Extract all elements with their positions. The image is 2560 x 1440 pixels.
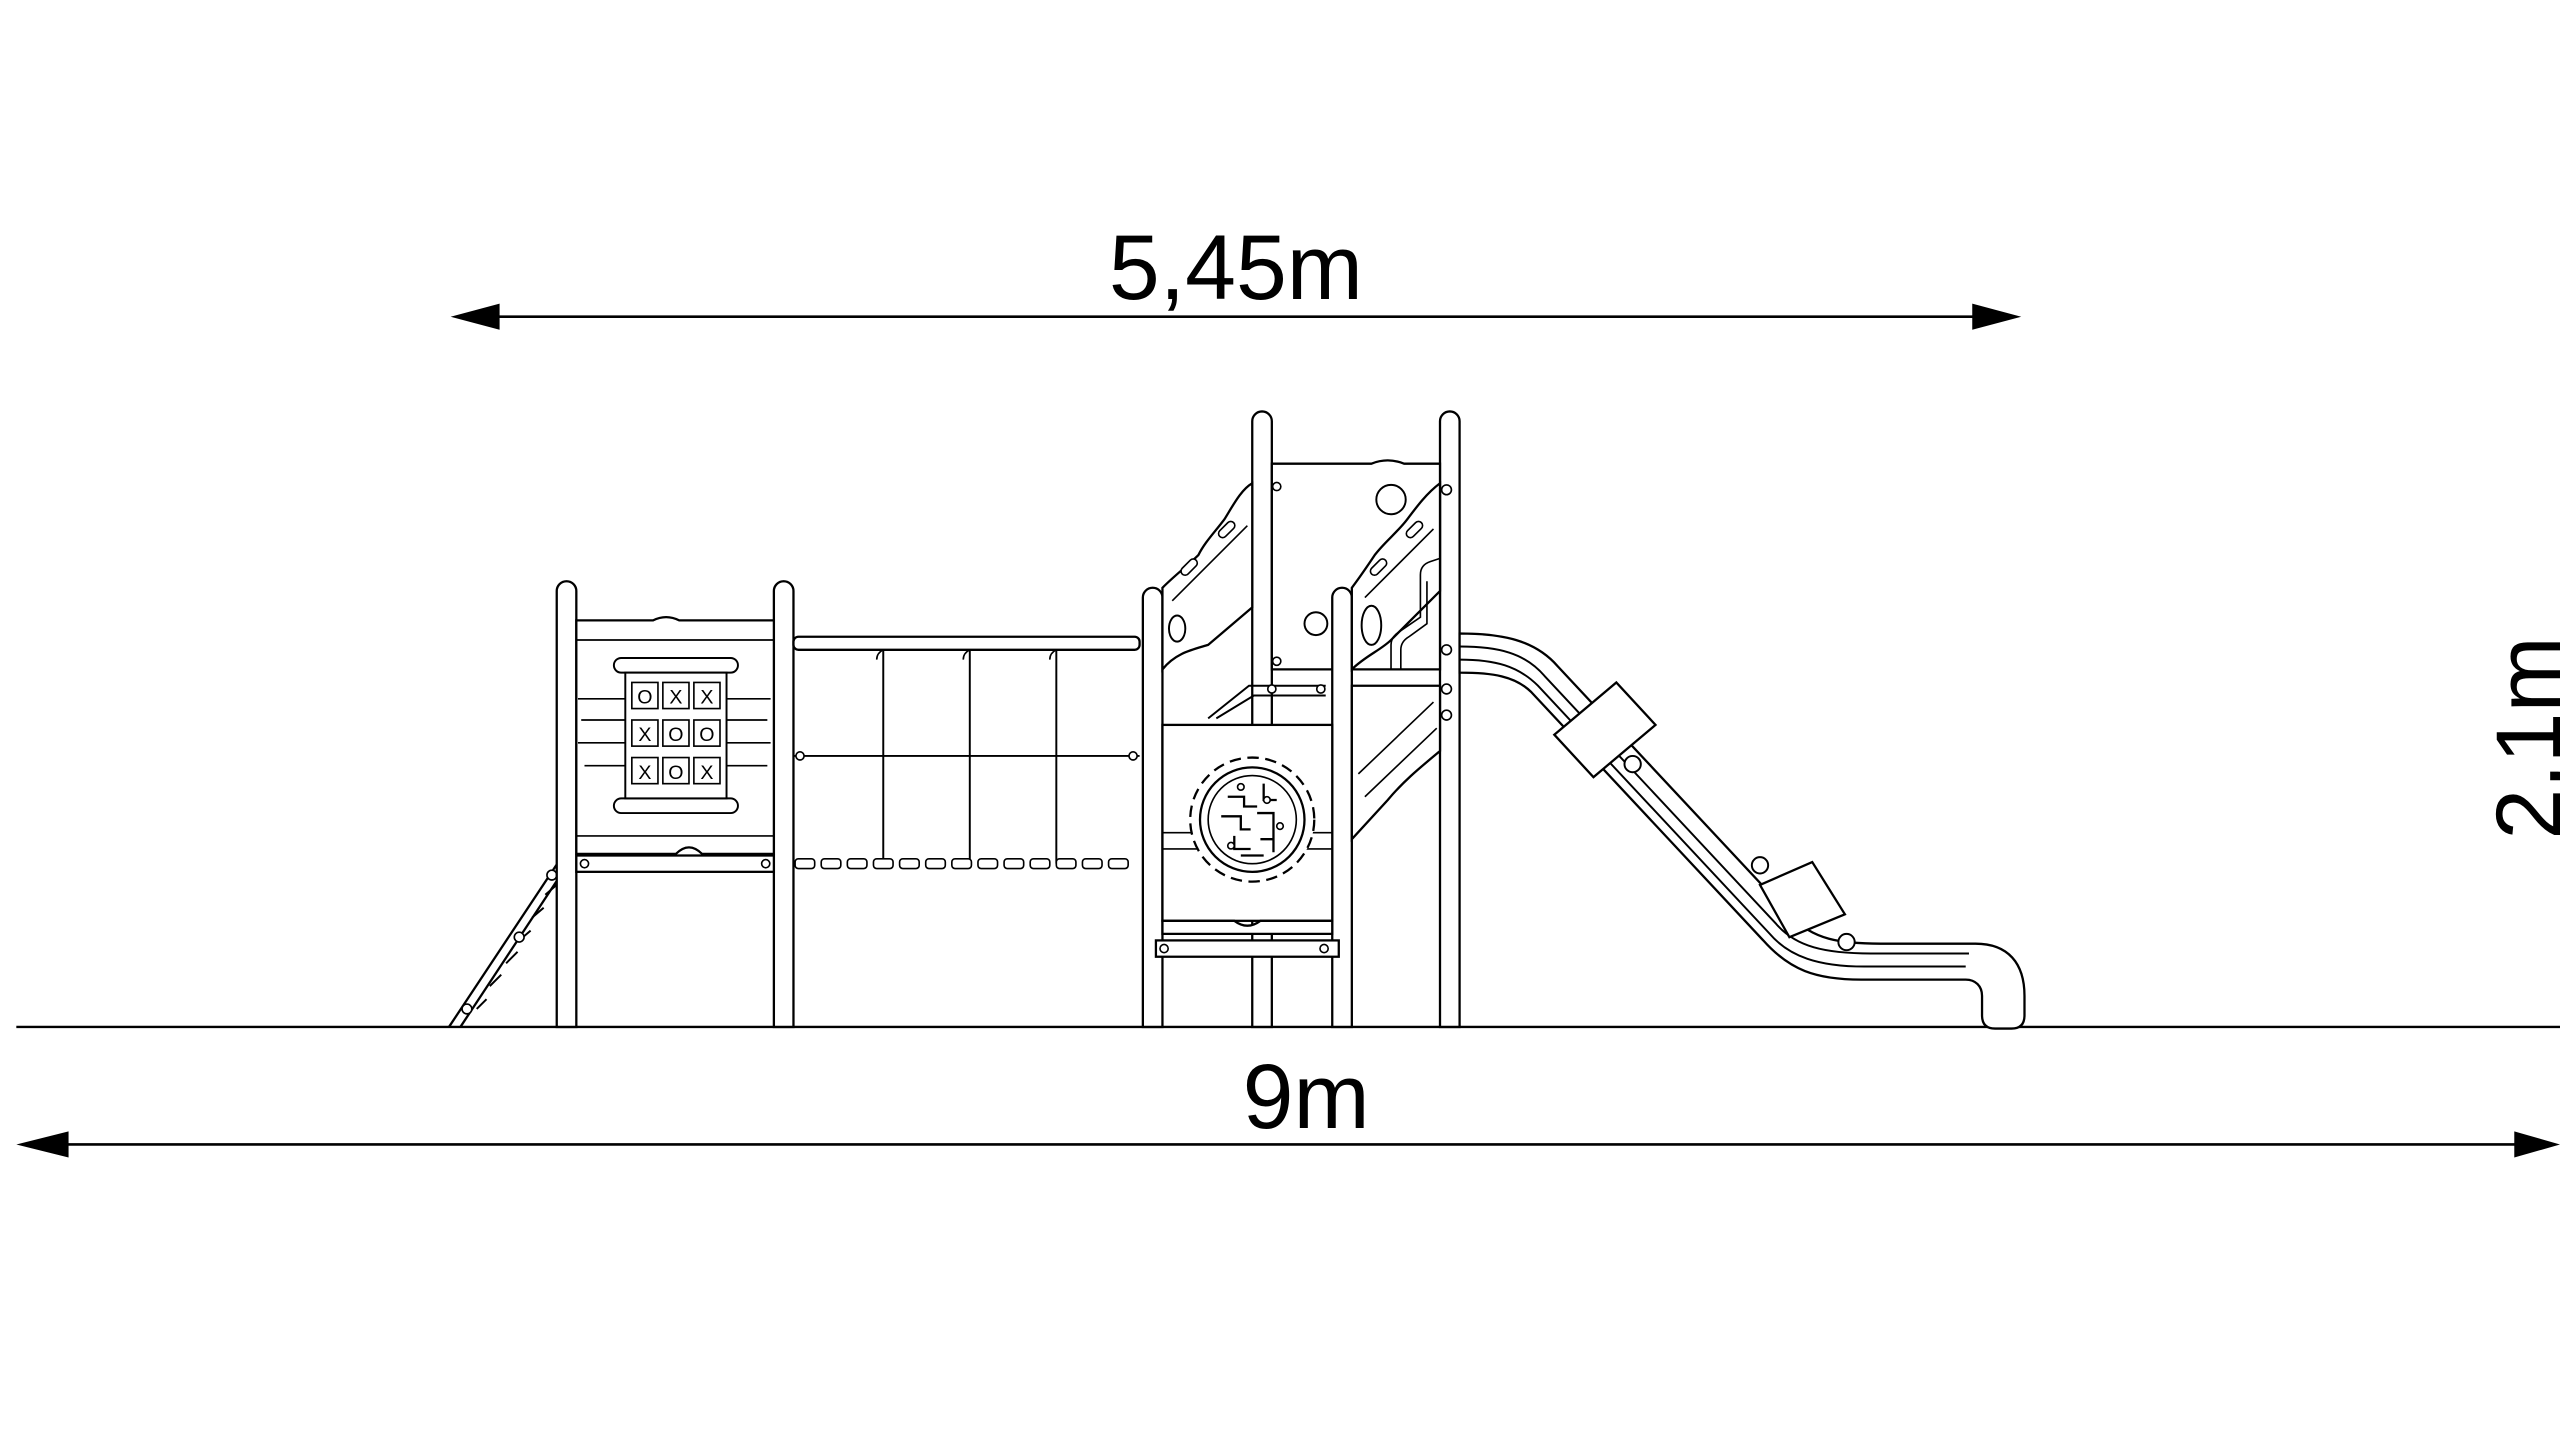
game-cell: X bbox=[631, 719, 659, 747]
svg-text:X: X bbox=[700, 762, 713, 784]
left-tower: O X X X O O X O X bbox=[555, 580, 795, 1029]
game-cell: O bbox=[662, 719, 690, 747]
dimension-label-height: 2,1m bbox=[2478, 636, 2560, 839]
arrowhead-right-icon bbox=[2514, 1131, 2560, 1158]
porthole bbox=[1375, 483, 1407, 516]
game-cell: O bbox=[631, 681, 659, 710]
svg-text:X: X bbox=[669, 687, 682, 709]
right-tower bbox=[1141, 410, 1461, 1029]
game-cell: X bbox=[662, 681, 690, 710]
game-cell: X bbox=[631, 756, 659, 785]
svg-text:X: X bbox=[638, 724, 651, 746]
tube-slide bbox=[1458, 632, 2026, 1030]
game-cell: X bbox=[693, 756, 721, 785]
arrowhead-right-icon bbox=[1972, 303, 2022, 330]
net-bridge bbox=[792, 635, 1141, 870]
gear-maze-icon bbox=[1189, 756, 1316, 883]
bridge-handrail bbox=[792, 635, 1141, 651]
climbing-net bbox=[448, 861, 566, 1028]
porthole bbox=[1303, 611, 1329, 637]
game-cell: O bbox=[662, 756, 690, 785]
dimension-height: 2,1m bbox=[2478, 636, 2560, 839]
tic-tac-toe-panel: O X X X O O X O X bbox=[577, 656, 771, 815]
game-cell: X bbox=[693, 681, 721, 710]
dimension-overall-width: 9m bbox=[16, 1046, 2560, 1158]
dimension-label-structure-width: 5,45m bbox=[1109, 217, 1363, 319]
arrowhead-left-icon bbox=[16, 1131, 69, 1158]
bridge-planks bbox=[794, 857, 1129, 870]
dimension-structure-width: 5,45m bbox=[450, 217, 2022, 330]
arrowhead-left-icon bbox=[450, 303, 500, 330]
svg-text:X: X bbox=[638, 762, 651, 784]
svg-text:O: O bbox=[668, 762, 683, 784]
svg-text:O: O bbox=[699, 724, 714, 746]
svg-text:X: X bbox=[700, 687, 713, 709]
svg-text:O: O bbox=[637, 687, 652, 709]
dimension-label-overall-width: 9m bbox=[1243, 1046, 1370, 1148]
game-cell: O bbox=[693, 719, 721, 747]
svg-text:O: O bbox=[668, 724, 683, 746]
